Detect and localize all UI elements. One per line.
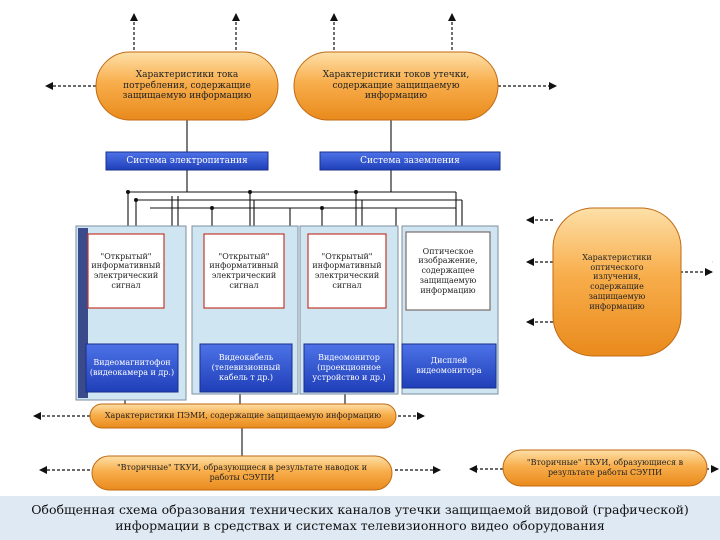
device-label-4: Дисплей видеомонитора [416, 356, 482, 375]
power-system-box [105, 151, 269, 171]
oval-optical-label: Характеристики оптического излучения, со… [582, 252, 652, 311]
ground-system-label: Система заземления [360, 155, 460, 166]
oval-power-label: Характеристики тока потребления, содержа… [122, 69, 252, 102]
oval-secondary-right [502, 449, 708, 487]
device-label-2: Видеокабель (телевизионный кабель т др.) [211, 353, 281, 382]
signal-label-1: "Открытый" информативный электрический с… [91, 251, 161, 290]
signal-boxes [87, 231, 491, 311]
oval-leak-current [293, 51, 499, 121]
diagram-caption: Обобщенная схема образования технических… [0, 496, 720, 540]
oval-secondary-left [91, 455, 393, 491]
oval-power-current [95, 51, 279, 121]
oval-optical [552, 207, 682, 357]
ground-system-box [319, 151, 501, 171]
power-system-label: Система электропитания [126, 155, 248, 166]
connector-lines [124, 120, 463, 456]
oval-pemi [89, 403, 397, 429]
device-label-1: Видеомагнитофон (видеокамера и др.) [89, 358, 175, 377]
junction-dots [126, 190, 358, 210]
signal-label-4: Оптическое изображение, содержащее защищ… [418, 246, 478, 295]
oval-secondary-left-label: "Вторичные" ТКУИ, образующиеся в результ… [116, 463, 368, 482]
leak-arrows [33, 13, 719, 474]
device-label-3: Видеомонитор (проекционное устройство и … [312, 353, 386, 382]
signal-label-3: "Открытый" информативный электрический с… [312, 251, 382, 290]
device-boxes [85, 343, 497, 393]
oval-pemi-label: Характеристики ПЭМИ, содержащие защищаем… [104, 411, 382, 421]
oval-secondary-right-label: "Вторичные" ТКУИ, образующиеся в результ… [526, 458, 684, 477]
oval-leak-label: Характеристики токов утечки, содержащие … [322, 69, 470, 102]
signal-label-2: "Открытый" информативный электрический с… [209, 251, 279, 290]
